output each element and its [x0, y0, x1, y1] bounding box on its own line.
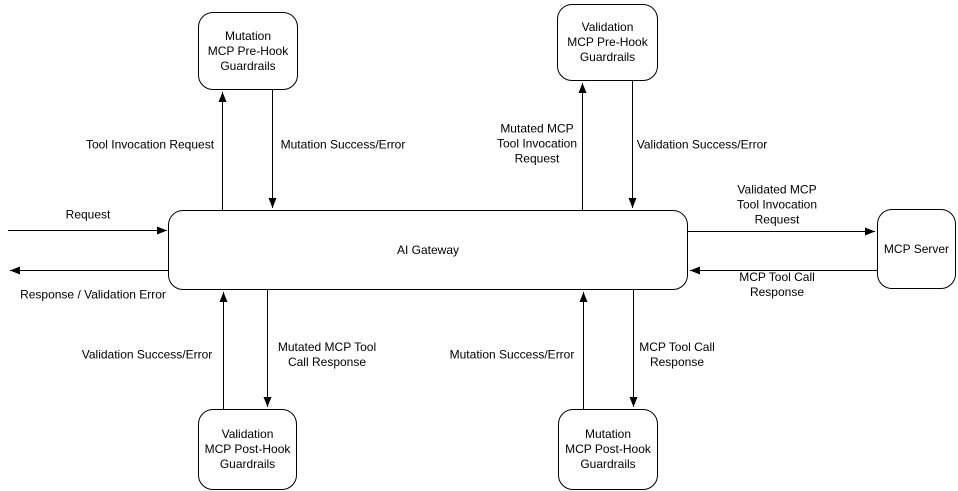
node-validation-mcp-pre-hook-guardrails: Validation MCP Pre-Hook Guardrails [557, 4, 658, 81]
node-ai-gateway: AI Gateway [168, 210, 688, 290]
node-label: Validation MCP Post-Hook Guardrails [204, 427, 291, 471]
node-validation-mcp-post-hook-guardrails: Validation MCP Post-Hook Guardrails [198, 409, 297, 490]
edge-label-mutated-mcp-tool-invocation-request: Mutated MCP Tool Invocation Request [496, 121, 578, 166]
node-label: AI Gateway [396, 242, 460, 257]
node-label: Mutation MCP Post-Hook Guardrails [565, 427, 651, 471]
node-label: Validation MCP Pre-Hook Guardrails [567, 20, 648, 64]
edge-label-mcp-tool-call-response-to-post-hook: MCP Tool Call Response [639, 340, 715, 369]
edge-label-response-validation-error: Response / Validation Error [20, 287, 166, 302]
edge-label-validation-success-post: Validation Success/Error [81, 347, 213, 362]
node-mcp-server: MCP Server [877, 209, 956, 289]
edge-label-validation-success-pre: Validation Success/Error [636, 137, 768, 152]
node-label: MCP Server [883, 241, 950, 256]
edge-label-tool-invocation-request: Tool Invocation Request [85, 137, 215, 152]
edge-label-mcp-tool-call-response-from-server: MCP Tool Call Response [739, 270, 815, 299]
node-mutation-mcp-post-hook-guardrails: Mutation MCP Post-Hook Guardrails [558, 409, 658, 490]
node-label: Mutation MCP Pre-Hook Guardrails [207, 28, 289, 73]
edge-label-mutation-success-post: Mutation Success/Error [449, 347, 575, 362]
edge-label-validated-mcp-tool-invocation-request: Validated MCP Tool Invocation Request [736, 182, 818, 227]
node-mutation-mcp-pre-hook-guardrails: Mutation MCP Pre-Hook Guardrails [198, 12, 298, 90]
edge-label-mutation-success-pre: Mutation Success/Error [280, 137, 406, 152]
edge-label-mutated-mcp-tool-call-response: Mutated MCP Tool Call Response [277, 340, 377, 369]
edge-label-request: Request [65, 207, 111, 222]
